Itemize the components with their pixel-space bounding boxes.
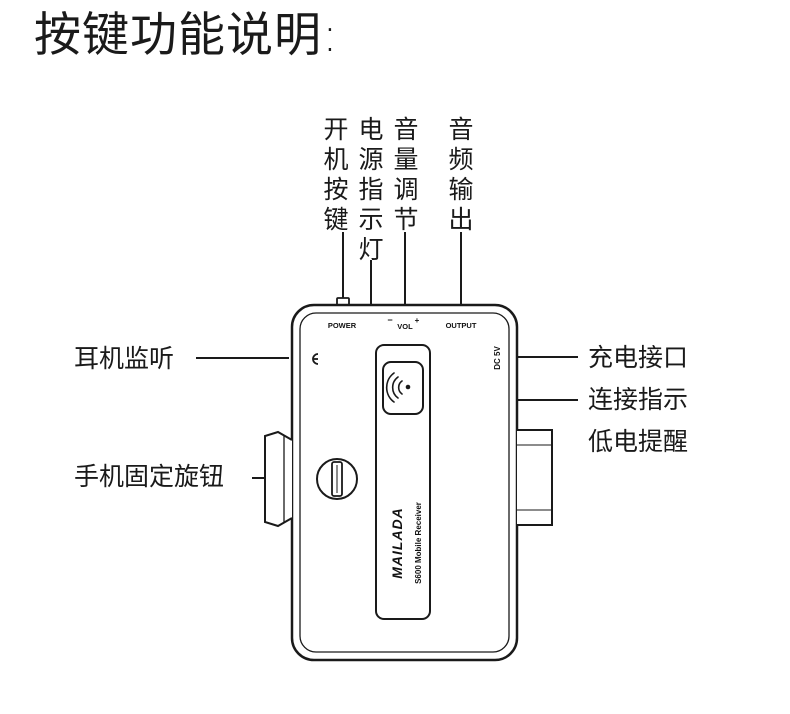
label-low-battery: 低电提醒 — [588, 427, 689, 456]
label-charging-port: 充电接口 — [588, 343, 689, 372]
print-model: S600 Mobile Receiver — [414, 502, 423, 584]
left-clamp — [264, 430, 293, 528]
headphone-jack-icon — [312, 353, 319, 365]
print-output: OUTPUT — [446, 321, 477, 330]
print-vol-plus: + — [415, 316, 420, 325]
label-power-indicator: 电 源 指 示 灯 — [358, 115, 384, 264]
print-power: POWER — [328, 321, 357, 330]
connect-indicator-button — [382, 361, 424, 415]
wireless-icon — [385, 372, 411, 403]
device-body-inner — [299, 312, 510, 653]
print-dc: DC 5V — [493, 346, 502, 370]
label-phone-knob: 手机固定旋钮 — [74, 462, 225, 491]
print-brand: MAILADA — [389, 507, 405, 579]
label-headphone-monitor: 耳机监听 — [74, 344, 175, 373]
label-power-key: 开 机 按 键 — [323, 115, 349, 234]
page-title: 按键功能说明: — [34, 8, 339, 63]
print-vol: VOL — [397, 322, 413, 331]
label-volume-adjust: 音 量 调 节 — [393, 115, 419, 234]
right-clip — [517, 429, 553, 526]
label-connect-indicator: 连接指示 — [588, 385, 689, 414]
label-audio-output: 音 频 输 出 — [448, 115, 474, 234]
print-vol-minus: − — [387, 315, 392, 325]
